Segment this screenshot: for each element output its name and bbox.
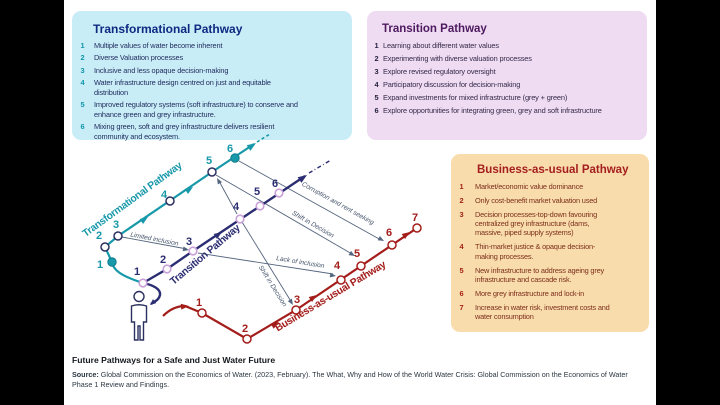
connector-shift-upper [215, 174, 353, 255]
svg-text:1: 1 [97, 259, 103, 271]
connector-label-lack-of-inclusion: Lack of inclusion [276, 255, 326, 270]
svg-text:2: 2 [160, 254, 166, 266]
node-transformational-1 [107, 257, 117, 267]
connector-label-limited-inclusion: Limited inclusion [130, 231, 180, 247]
svg-text:6: 6 [272, 178, 278, 190]
svg-text:4: 4 [161, 189, 168, 201]
svg-text:5: 5 [354, 248, 360, 260]
connector-label-shift-upper: Shift in Decision [291, 210, 336, 240]
source-label: Source: [72, 370, 99, 379]
figure-title: Future Pathways for a Safe and Just Wate… [72, 355, 276, 365]
transition-pathway-line [142, 159, 332, 305]
connector-lack-of-inclusion [197, 252, 334, 275]
node-transition-4 [235, 214, 245, 224]
svg-text:1: 1 [196, 297, 202, 309]
pathways-diagram: Limited inclusion Lack of inclusion Shif… [81, 133, 422, 344]
svg-text:2: 2 [242, 323, 248, 335]
node-transition-2 [162, 264, 172, 274]
node-transformational-4 [165, 196, 175, 206]
node-transformational-2 [100, 242, 110, 252]
bau-node-numbers: 1 2 3 4 5 6 7 [196, 212, 418, 335]
connector-limited-inclusion [121, 236, 188, 250]
svg-text:1: 1 [134, 266, 140, 278]
transformational-dashed-continuation [256, 133, 271, 143]
node-bau-7 [412, 223, 422, 233]
transition-pathway-label: Transition Pathway [168, 222, 243, 287]
node-bau-5 [356, 261, 366, 271]
svg-text:6: 6 [386, 227, 392, 239]
transition-dashdot-continuation [308, 159, 332, 174]
connector-corruption [238, 160, 382, 241]
node-bau-6 [387, 240, 397, 250]
bau-pathway-label: Business-as-usual Pathway [274, 259, 389, 334]
svg-text:4: 4 [233, 201, 240, 213]
node-transition-6 [274, 188, 284, 198]
transition-node-numbers: 1 2 3 4 5 6 [134, 178, 278, 278]
person-icon [130, 290, 148, 341]
node-transformational-5 [207, 167, 217, 177]
transformational-node-numbers: 1 2 3 4 5 6 [96, 143, 233, 271]
transition-nodes [138, 188, 284, 288]
figure-source: Source: Global Commission on the Economi… [72, 370, 628, 390]
svg-text:7: 7 [412, 212, 418, 224]
node-transition-1 [138, 278, 148, 288]
node-transformational-3 [113, 231, 123, 241]
svg-text:3: 3 [113, 219, 119, 231]
svg-text:5: 5 [206, 155, 212, 167]
connector-lines [121, 160, 382, 304]
connector-transition-to-transformational [218, 180, 238, 215]
svg-text:5: 5 [254, 186, 260, 198]
svg-text:4: 4 [334, 260, 341, 272]
node-transition-5 [255, 201, 265, 211]
node-bau-1 [197, 308, 207, 318]
node-transformational-6 [230, 153, 240, 163]
node-transition-3 [188, 246, 198, 256]
svg-text:6: 6 [227, 143, 233, 155]
node-bau-2 [242, 334, 252, 344]
svg-text:3: 3 [186, 236, 192, 248]
node-bau-3 [291, 305, 301, 315]
svg-text:3: 3 [294, 294, 300, 306]
svg-text:2: 2 [96, 230, 102, 242]
connector-arrowheads [182, 178, 384, 305]
node-bau-4 [336, 275, 346, 285]
transformational-nodes [100, 153, 240, 267]
connector-shift-lower [241, 221, 293, 304]
panel-title-bau: Business-as-usual Pathway [477, 164, 629, 176]
bau-nodes [197, 223, 422, 344]
bau-pathway-line [162, 227, 418, 341]
panel-title-transformational: Transformational Pathway [93, 22, 243, 36]
panel-title-transition: Transition Pathway [382, 23, 487, 35]
